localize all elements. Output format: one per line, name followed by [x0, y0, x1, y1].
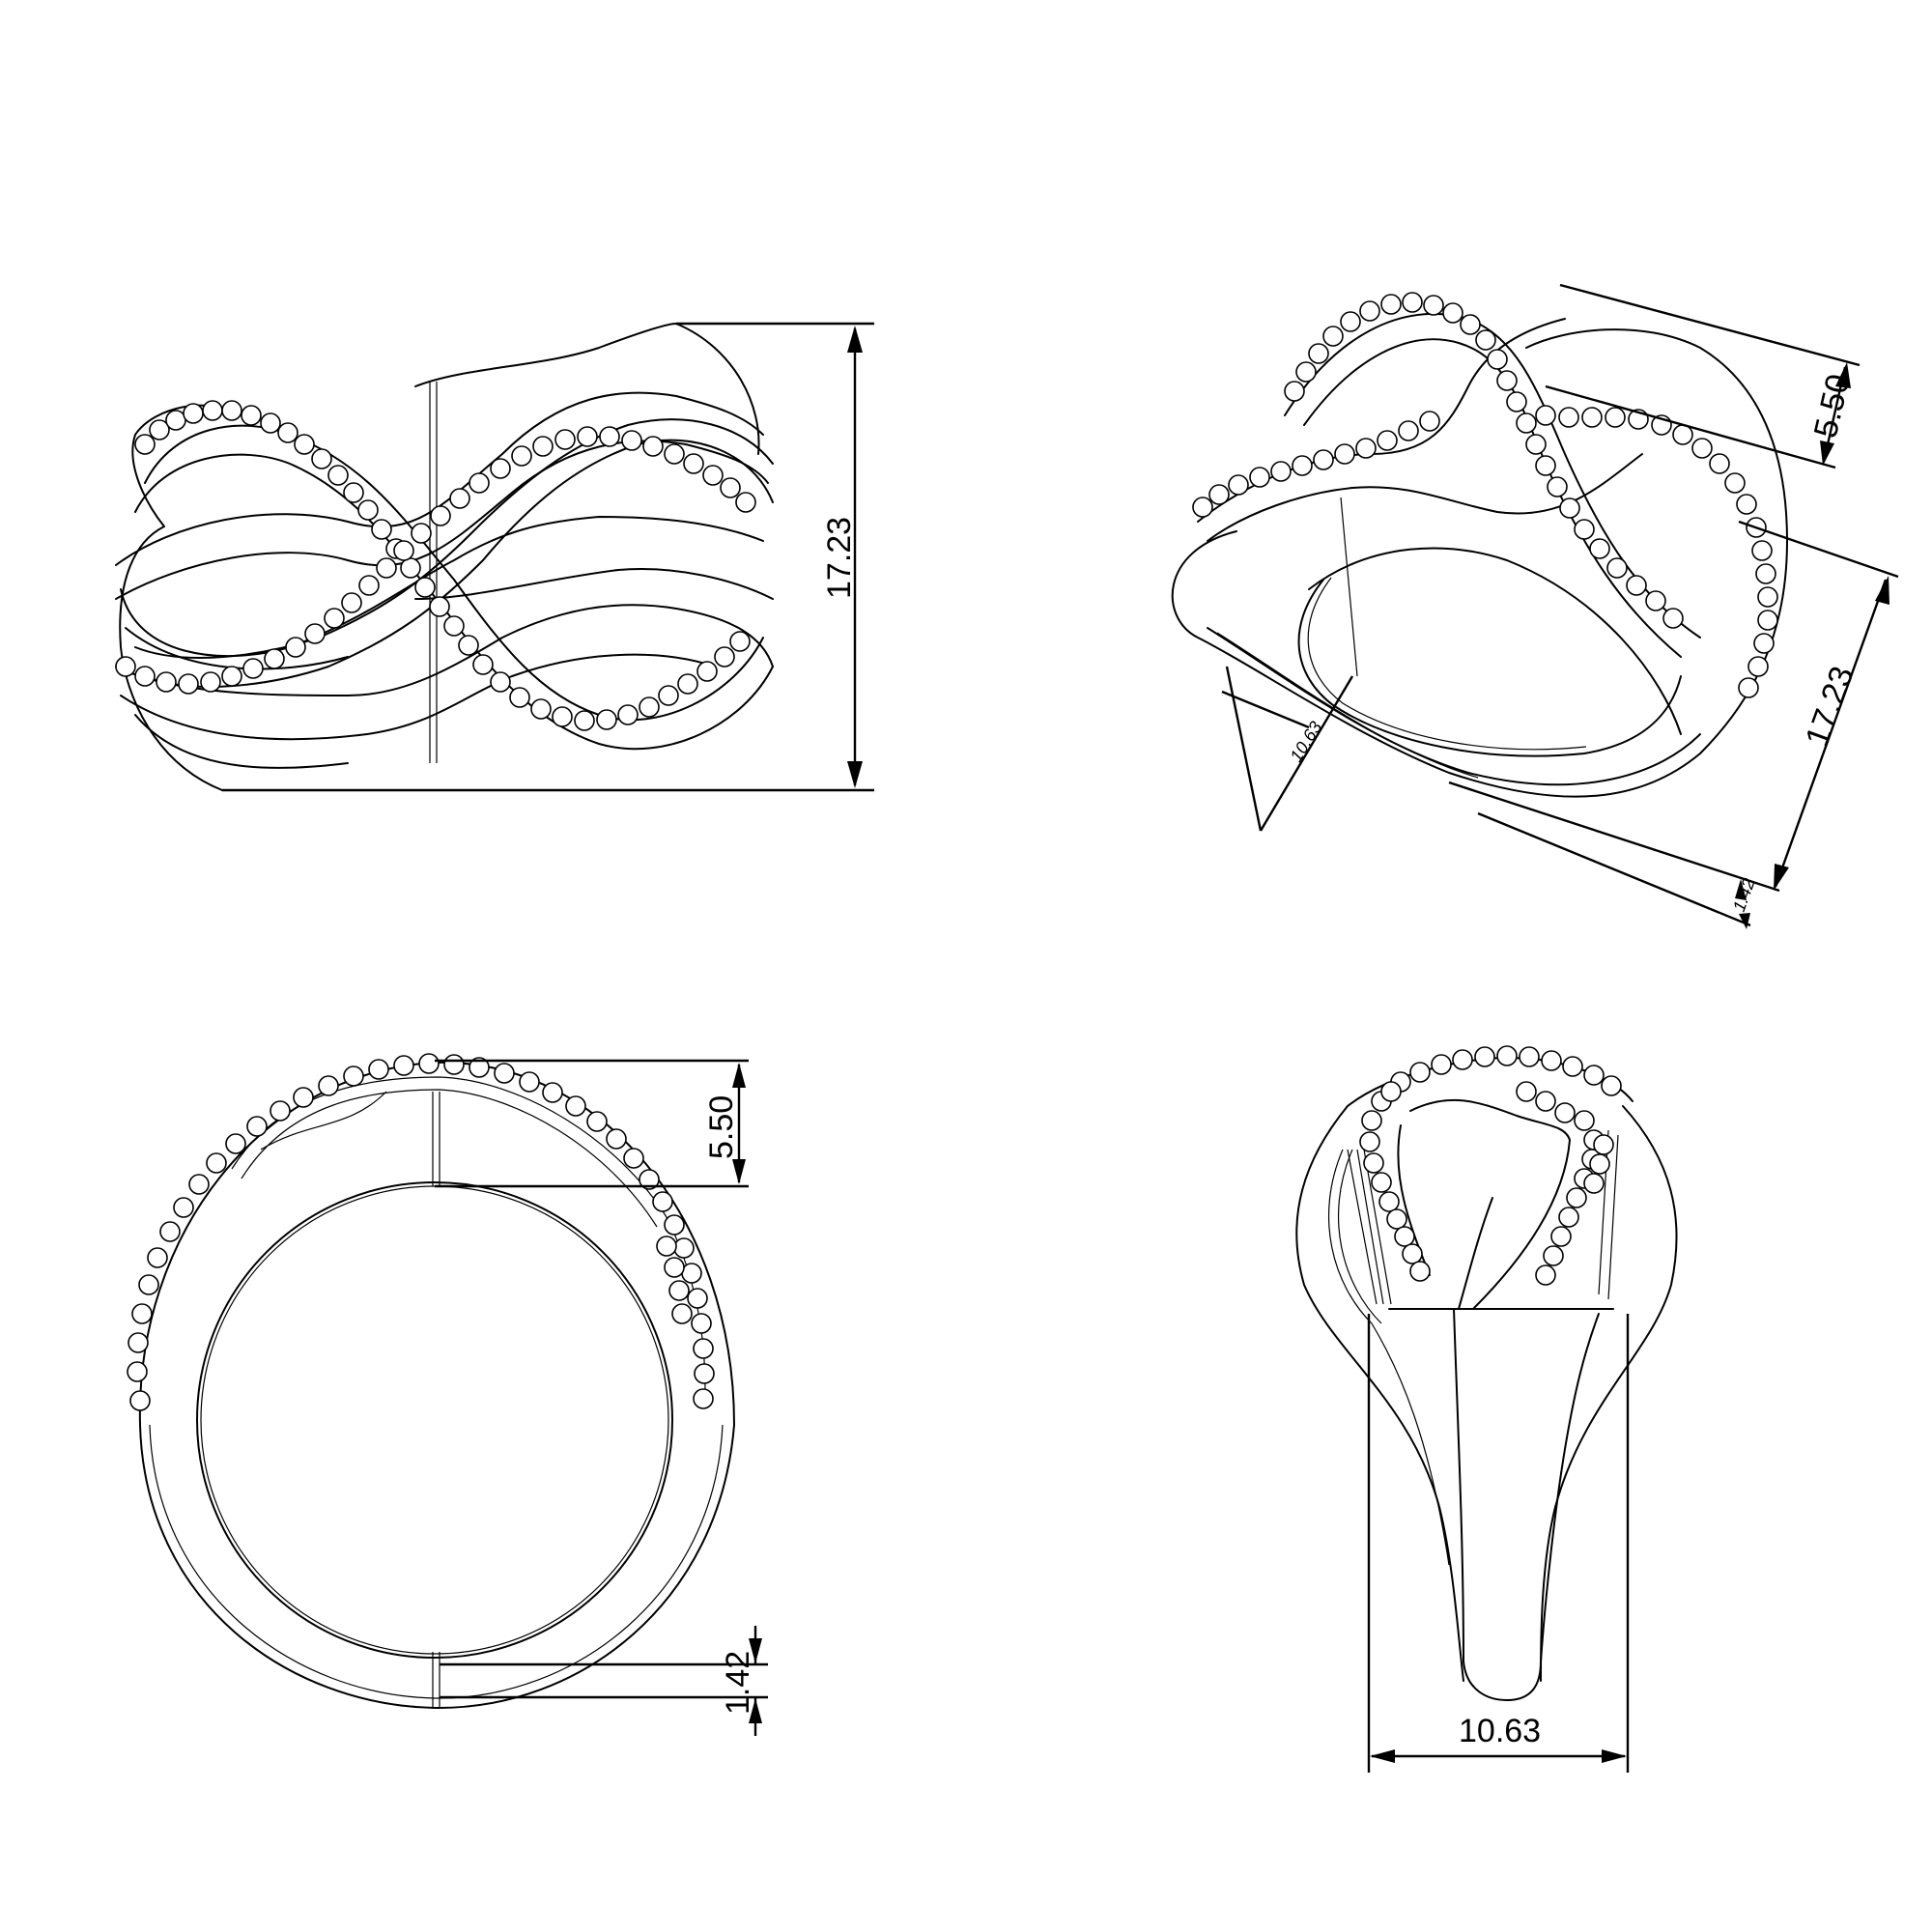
iso-top-thickness-label: 5.50 — [1807, 371, 1858, 441]
side-shank-label: 1.42 — [720, 1651, 756, 1715]
iso-width-label: 10.63 — [1286, 718, 1325, 765]
iso-width-dimension: 10.63 — [1221, 666, 1354, 832]
top-width-dimension: 10.63 — [1370, 1713, 1627, 1763]
pave-stones-side — [127, 1053, 715, 1411]
iso-shank-label: 1.42 — [1729, 876, 1759, 915]
iso-height-label: 17.23 — [1799, 662, 1861, 752]
front-height-label: 17.23 — [821, 517, 858, 599]
side-view: 5.50 1.42 — [127, 1053, 768, 1736]
iso-height-dimension: 17.23 — [1448, 520, 1899, 893]
pave-stones-iso — [1192, 292, 1778, 698]
isometric-view: 5.50 17.23 1.42 10.63 — [1171, 283, 1899, 929]
front-view: 17.23 — [115, 322, 874, 792]
side-top-thickness-label: 5.50 — [703, 1095, 740, 1159]
side-shank-dimension: 1.42 — [440, 1626, 768, 1736]
top-view: 10.63 — [1295, 1045, 1678, 1773]
front-height-dimension: 17.23 — [222, 322, 874, 792]
top-width-label: 10.63 — [1459, 1713, 1541, 1749]
iso-shank-dimension: 1.42 — [1477, 811, 1759, 929]
side-top-thickness-dimension: 5.50 — [435, 1059, 749, 1188]
